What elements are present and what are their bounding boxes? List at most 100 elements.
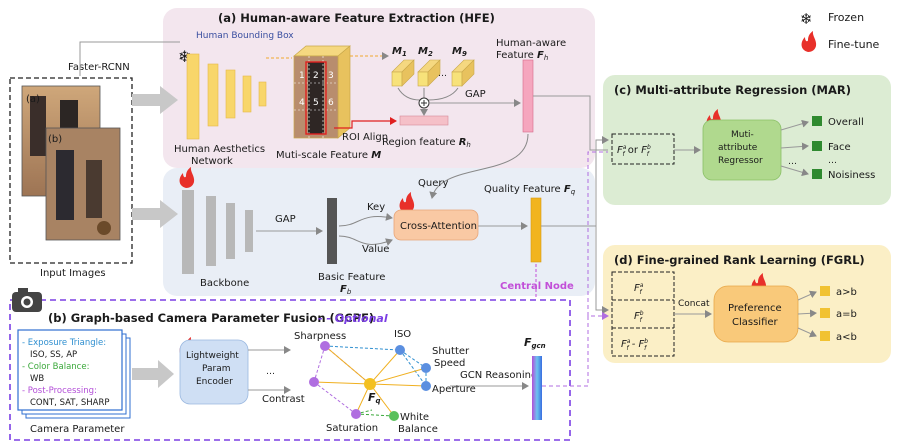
regressor-label-2: attribute xyxy=(718,143,758,153)
region-feature-bar xyxy=(399,115,449,126)
mar-square-noisiness xyxy=(812,169,822,179)
quality-to-mar-line xyxy=(541,136,609,227)
camera-param-card xyxy=(17,329,131,419)
classifier-box xyxy=(713,285,799,343)
flame-icon xyxy=(801,31,817,52)
fgrl-out-label-3: a<b xyxy=(836,332,857,343)
human-bbox-label: Human Bounding Box xyxy=(196,31,294,41)
quality-feature-label: Quality Feature Fq xyxy=(484,184,576,196)
arrow-to-encoder xyxy=(132,360,174,388)
roi-align-label: ROI Align xyxy=(342,132,388,143)
gcpf-panel xyxy=(9,299,571,441)
gcn-to-mar-line xyxy=(587,151,608,316)
svg-text:(b): (b) xyxy=(48,134,62,145)
backbone-gap-label: GAP xyxy=(275,214,296,225)
fgrl-square-3 xyxy=(820,331,830,341)
grid-num-5: 5 xyxy=(313,98,319,108)
gcn-to-fgrl-line xyxy=(542,312,609,387)
grid-num-2: 2 xyxy=(313,71,319,81)
gcn-reasoning-label: GCN Reasoning xyxy=(460,370,537,381)
camera-param-label: Camera Parameter xyxy=(30,424,125,435)
backbone-network xyxy=(182,190,253,274)
param-body-color: WB xyxy=(30,374,44,384)
node-label-speed: Speed xyxy=(434,358,465,369)
node-label-saturation: Saturation xyxy=(326,423,378,434)
basic-feature-sym: Fb xyxy=(340,284,352,296)
encoder-label-3: Encoder xyxy=(196,377,233,387)
basic-feature-bar xyxy=(327,198,337,264)
m-dots: … xyxy=(438,69,447,79)
encoder-box xyxy=(179,339,249,405)
input-image-b: (b) xyxy=(45,127,121,241)
concat-label: Concat xyxy=(678,299,710,309)
regressor-label-1: Muti- xyxy=(731,130,754,140)
mar-out-label-face: Face xyxy=(828,142,851,153)
fgrl-out-label-2: a=b xyxy=(836,309,857,320)
cross-attn-flame-icon xyxy=(399,192,415,213)
param-head-exposure: - Exposure Triangle: xyxy=(22,338,106,348)
human-aware-feature-bar xyxy=(522,59,534,133)
fgrl-out-3 xyxy=(797,327,817,338)
grid-num-1: 1 xyxy=(299,71,305,81)
node-center xyxy=(364,378,376,390)
quality-feature-bar xyxy=(530,197,542,263)
param-body-exposure: ISO, SS, AP xyxy=(30,350,77,360)
snowflake-icon: ❄ xyxy=(800,10,813,28)
aesthetics-network xyxy=(186,53,267,140)
mar-out-face xyxy=(780,142,809,151)
node-label-contrast: Contrast xyxy=(262,394,305,405)
fgrl-out-1 xyxy=(797,290,817,301)
encoder-label-2: Param xyxy=(202,364,231,374)
svg-text:(a): (a) xyxy=(26,94,40,105)
m2-label: M2 xyxy=(418,46,433,58)
classifier-label-1: Preference xyxy=(728,303,782,314)
param-head-color: - Color Balance: xyxy=(22,362,89,372)
node-aperture xyxy=(421,381,431,391)
key-label: Key xyxy=(367,202,385,213)
legend-finetune: Fine-tune xyxy=(828,38,880,51)
m-merge-lines xyxy=(397,87,459,101)
input-images-frame xyxy=(9,77,133,264)
arrow-to-hfe xyxy=(132,86,178,114)
human-to-mar-line xyxy=(533,95,608,151)
mar-out-label-dots: … xyxy=(828,156,837,166)
roi-align-arrow xyxy=(334,117,397,129)
m9-label: M9 xyxy=(452,46,467,58)
node-white-balance xyxy=(389,411,399,421)
mar-square-overall xyxy=(812,116,822,126)
fgrl-out-2 xyxy=(797,309,817,318)
regressor-box xyxy=(702,119,782,181)
param-head-post: - Post-Processing: xyxy=(22,386,97,396)
grid-num-3: 3 xyxy=(328,71,334,81)
gcn-feature-bar xyxy=(532,356,542,420)
node-label-balance: Balance xyxy=(398,424,438,435)
camera-icon xyxy=(12,288,42,312)
backbone-panel xyxy=(163,168,595,296)
query-label: Query xyxy=(418,178,448,189)
basic-feature-label: Basic Feature xyxy=(318,272,385,283)
param-body-post: CONT, SAT, SHARP xyxy=(30,398,110,408)
node-label-shutter: Shutter xyxy=(432,346,470,357)
hfe-gap-label: GAP xyxy=(465,89,486,100)
node-saturation xyxy=(351,409,361,419)
value-arrow xyxy=(338,235,393,246)
fgrl-out-label-1: a>b xyxy=(836,287,857,298)
encoder-mid-dots: … xyxy=(266,367,275,377)
regressor-label-3: Regressor xyxy=(718,156,763,166)
key-arrow xyxy=(338,212,393,227)
m-feature-blocks xyxy=(391,59,475,87)
fgrl-square-1 xyxy=(820,286,830,296)
mar-out-noisiness xyxy=(780,165,809,177)
hfe-title: (a) Human-aware Feature Extraction (HFE) xyxy=(218,11,495,25)
mar-out-label-overall: Overall xyxy=(828,117,864,128)
query-arrow xyxy=(429,133,529,199)
cross-attention-box xyxy=(393,209,479,241)
region-feature-label: Region feature Rh xyxy=(382,137,471,149)
gcn-feature-label: Fgcn xyxy=(524,336,546,350)
node-label-iso: ISO xyxy=(394,329,411,340)
